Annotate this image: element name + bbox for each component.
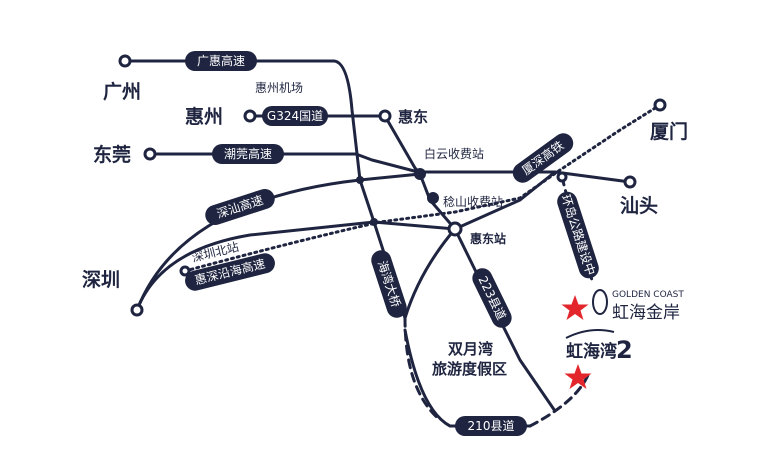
- label-haiwan-bridge: 海湾大桥: [371, 250, 407, 318]
- honghaiwan-num: 2: [616, 336, 633, 364]
- shenshan-expressway: [135, 172, 422, 312]
- star-icon: [564, 364, 592, 389]
- node-shantou: [623, 175, 637, 189]
- label-s223: 223县道: [472, 268, 512, 328]
- node-shenzhen: [130, 303, 144, 317]
- city-huizhou: 惠州: [185, 106, 223, 128]
- label-x210: 210县道: [455, 416, 527, 436]
- honghaiwan-marker: 虹海湾 2: [564, 329, 633, 389]
- wave-logo-icon: [565, 329, 615, 339]
- guanghui-expressway: [123, 59, 407, 320]
- label-ring-road: 环岛公路建设中: [557, 191, 599, 279]
- city-xiamen: 厦门: [650, 120, 688, 143]
- golden-coast-marker: GOLDEN COAST 虹海金岸: [561, 289, 684, 323]
- city-shantou: 汕头: [620, 195, 658, 217]
- junction-1: [356, 176, 364, 184]
- svg-text:210县道: 210县道: [468, 419, 515, 433]
- label-baiyun-toll: 白云收费站: [424, 146, 484, 161]
- honghaiwan-cn: 虹海湾: [566, 341, 617, 362]
- toll-baiyun-icon: [414, 168, 426, 180]
- label-wenshan-toll: 稔山收费站: [443, 195, 503, 209]
- label-shenshan: 深汕高速: [205, 188, 275, 226]
- node-xiamen: [653, 98, 667, 112]
- shenzhen-north-rail: [183, 103, 662, 273]
- node-huidong: [378, 109, 392, 123]
- logo-figure-icon: [592, 289, 608, 315]
- resort-line2: 旅游度假区: [432, 360, 507, 378]
- node-ring-start: [556, 171, 568, 183]
- x210-road: [403, 328, 532, 428]
- label-huidong-station: 惠东站: [470, 231, 506, 246]
- city-huidong: 惠东: [398, 108, 428, 126]
- node-dongguan: [143, 147, 157, 161]
- huidong-branch: [403, 227, 457, 320]
- resort-line1: 双月湾: [448, 340, 493, 358]
- x210-dashed: [403, 316, 442, 422]
- svg-text:G324国道: G324国道: [267, 109, 323, 123]
- star-icon: [561, 295, 589, 320]
- node-shenzhen-north: [179, 265, 191, 277]
- city-shenzhen: 深圳: [82, 268, 120, 291]
- label-huizhou-airport: 惠州机场: [255, 81, 303, 95]
- chaoguan-expressway: [148, 152, 632, 184]
- node-huidong-station: [447, 221, 463, 237]
- label-guanghui: 广惠高速: [185, 51, 257, 71]
- svg-text:潮莞高速: 潮莞高速: [224, 146, 272, 161]
- svg-text:广惠高速: 广惠高速: [197, 53, 245, 68]
- label-g324: G324国道: [262, 106, 328, 126]
- city-dongguan: 东莞: [93, 143, 131, 166]
- node-guangzhou: [118, 54, 132, 68]
- toll-wenshan-icon: [427, 192, 439, 204]
- huishen-coastal-expressway: [135, 170, 557, 312]
- node-huizhou: [243, 109, 257, 123]
- golden-coast-cn: 虹海金岸: [612, 303, 680, 323]
- city-guangzhou: 广州: [103, 80, 141, 103]
- junction-2: [370, 218, 378, 226]
- label-chaoguan: 潮莞高速: [212, 144, 284, 164]
- golden-coast-en: GOLDEN COAST: [612, 290, 684, 300]
